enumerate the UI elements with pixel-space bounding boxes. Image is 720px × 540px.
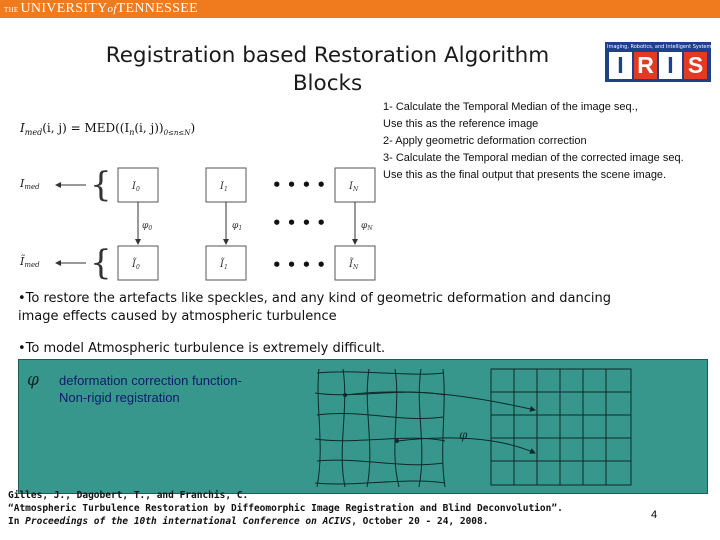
step-line: 1- Calculate the Temporal Median of the … [383,101,638,113]
algorithm-block-diagram: Imed Ĩmed { { I0 I1 IN Ĩ0 Ĩ1 ĨN φ0 φ1 φN… [19,165,376,283]
corrected-frame-box [117,245,159,281]
corrected-frame-label: Ĩ0 [131,258,140,271]
median-output-label: Imed [19,177,40,191]
frame-box [205,167,247,203]
corrected-frame-box [205,245,247,281]
temporal-median-formula: Imed(i, j) = MED((In(i, j))0≤n≤N) [20,121,195,137]
grid-point [343,393,347,397]
phi-label: φ1 [232,221,242,232]
iris-tagline: Imaging, Robotics, and Intelligent Syste… [607,44,714,50]
corrected-frame-label: ĨN [348,258,359,271]
logo-letter: S [684,52,707,79]
frame-box [334,167,376,203]
phi-label: φN [361,221,373,232]
left-brace-top: { [90,165,112,205]
deformed-grid [314,368,446,488]
mapping-arrows [344,391,536,454]
ellipsis-dots: • • • • [272,256,326,274]
corrected-median-output-label: Ĩmed [19,254,40,269]
logo-letter: R [634,52,657,79]
corrected-frame-label: Ĩ1 [219,258,228,271]
frame-box [117,167,159,203]
svg-text:Imed(i, j) = MED((In(i, j))0≤n: Imed(i, j) = MED((In(i, j))0≤n≤N) [20,121,195,137]
frame-label: I0 [131,181,140,193]
regular-grid [490,368,632,486]
step-line: 3- Calculate the Temporal median of the … [383,152,684,164]
algorithm-steps: 1- Calculate the Temporal Median of the … [383,99,718,184]
slide-title: Registration based Restoration Algorithm… [105,43,550,96]
corrected-frame-box [334,245,376,281]
grid-phi-label: φ [459,428,468,442]
deformation-caption: deformation correction function- Non-rig… [59,373,242,405]
bullet-list: •To restore the artefacts like speckles,… [18,290,618,372]
step-line: Use this as the final output that presen… [383,169,667,181]
step-line: 2- Apply geometric deformation correctio… [383,135,587,147]
logo-letter: I [659,52,682,79]
grid-point [395,439,399,443]
phi-symbol: φ [27,370,39,390]
ellipsis-dots: • • • • [272,214,326,232]
reference-citation: Gilles, J., Dagobert, T., and Franchis, … [8,490,563,527]
step-line: Use this as the reference image [383,118,539,130]
registration-grids: φ [314,368,632,488]
phi-label: φ0 [142,221,152,232]
bullet-item: •To restore the artefacts like speckles,… [18,291,611,324]
page-number: 4 [651,509,658,521]
left-brace-bottom: { [90,243,112,283]
bullet-item: •To model Atmospheric turbulence is extr… [18,341,386,356]
deformation-panel: φ deformation correction function- Non-r… [18,359,708,494]
ellipsis-dots: • • • • [272,176,326,194]
frame-label: I1 [219,181,228,193]
iris-logo: Imaging, Robotics, and Intelligent Syste… [605,42,714,82]
logo-letter: I [609,52,632,79]
frame-label: IN [348,181,359,193]
